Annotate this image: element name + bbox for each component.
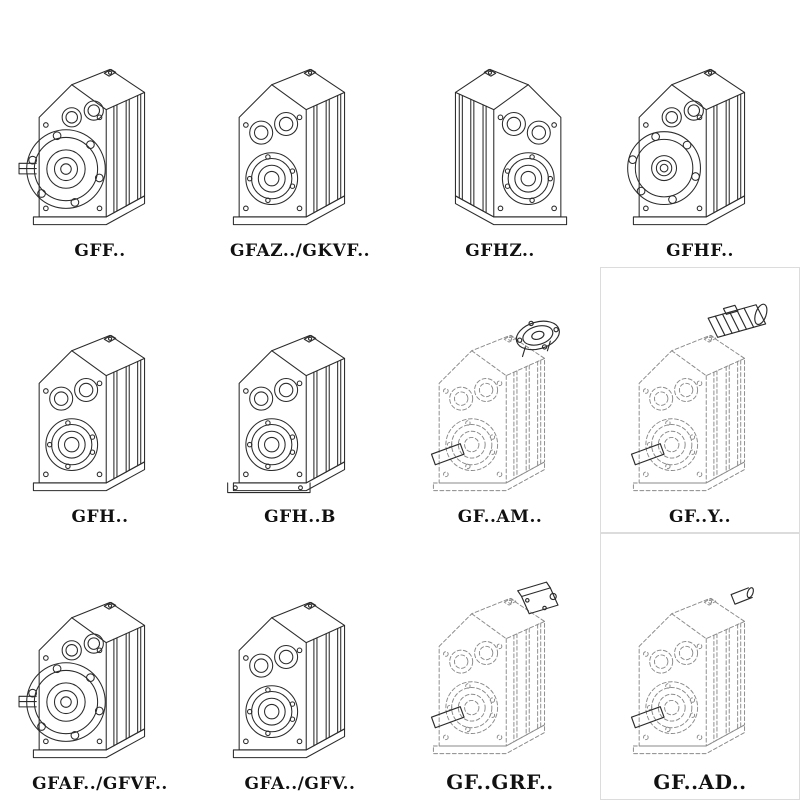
catalog-cell: GF..AM.. xyxy=(400,267,600,534)
model-label: GFHF.. xyxy=(666,240,734,261)
model-label: GF..AD.. xyxy=(653,769,747,794)
gearbox-face-bearing-foot-drawing xyxy=(214,299,386,505)
model-label: GFAF../GFVF.. xyxy=(32,773,168,794)
gearbox-phantom-adapter-drawing xyxy=(414,562,586,768)
gearbox-phantom-input-flange-drawing xyxy=(414,299,586,505)
catalog-cell: GFA../GFV.. xyxy=(200,533,400,800)
model-label: GFF.. xyxy=(74,240,126,261)
gearbox-phantom-motor-drawing xyxy=(614,299,786,505)
catalog-cell: GF..Y.. xyxy=(600,267,800,534)
model-label: GFAZ../GKVF.. xyxy=(229,240,371,261)
gearbox-face-bearing-drawing xyxy=(214,566,386,772)
gearbox-flange-shaft-drawing xyxy=(14,33,186,239)
catalog-cell: GFF.. xyxy=(0,0,200,267)
gearbox-phantom-input-shaft-drawing xyxy=(614,562,786,768)
gearbox-face-bearing-drawing xyxy=(214,33,386,239)
model-label: GF..GRF.. xyxy=(446,769,554,794)
catalog-cell: GF..GRF.. xyxy=(400,533,600,800)
model-label: GFH..B xyxy=(264,507,336,528)
model-label: GFH.. xyxy=(71,507,129,528)
model-label: GFA../GFV.. xyxy=(244,773,356,794)
catalog-cell: GFH..B xyxy=(200,267,400,534)
model-label: GF..Y.. xyxy=(669,507,731,528)
gearbox-flange-shaft-drawing xyxy=(14,566,186,772)
model-label: GF..AM.. xyxy=(457,507,543,528)
gearbox-face-bearing-drawing xyxy=(14,299,186,505)
gearbox-face-bearing-mirrored-drawing xyxy=(414,33,586,239)
catalog-cell: GFAZ../GKVF.. xyxy=(200,0,400,267)
model-label: GFHZ.. xyxy=(465,240,535,261)
catalog-cell: GFAF../GFVF.. xyxy=(0,533,200,800)
gearbox-flange-hollow-drawing xyxy=(614,33,786,239)
catalog-cell: GFH.. xyxy=(0,267,200,534)
catalog-cell: GF..AD.. xyxy=(600,533,800,800)
catalog-cell: GFHF.. xyxy=(600,0,800,267)
catalog-cell: GFHZ.. xyxy=(400,0,600,267)
